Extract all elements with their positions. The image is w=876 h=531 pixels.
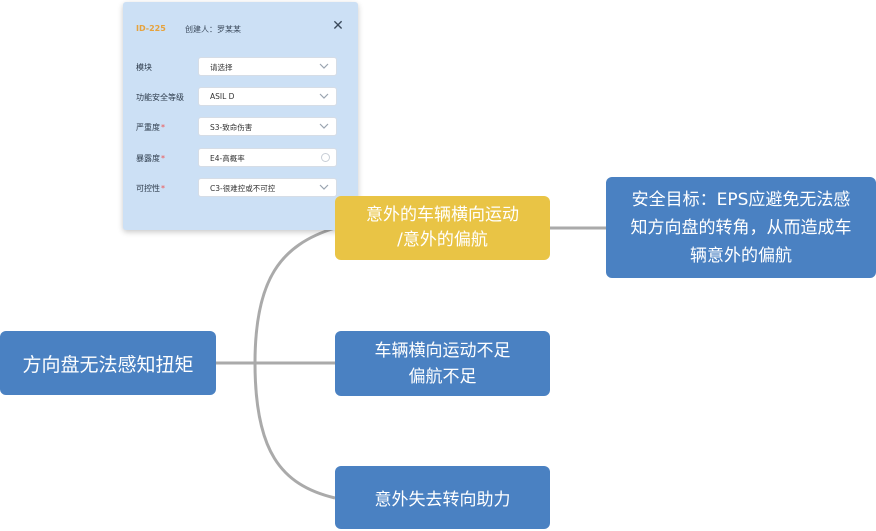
field-label: 模块 bbox=[136, 63, 152, 72]
close-icon[interactable]: ✕ bbox=[332, 18, 344, 34]
chevron-down-icon bbox=[319, 63, 329, 69]
exposure-select[interactable]: E4-高概率 bbox=[198, 148, 337, 167]
connector-to-branch-1 bbox=[253, 226, 336, 364]
chevron-down-icon bbox=[319, 93, 329, 99]
required-mark: * bbox=[161, 154, 165, 163]
field-severity: 严重度* S3-致命伤害 bbox=[123, 117, 358, 139]
panel-header: ID-225 创建人：罗某某 ✕ bbox=[123, 2, 358, 48]
field-value: ASIL D bbox=[210, 92, 235, 101]
safety-goal-node[interactable]: 安全目标：EPS应避免无法感 知方向盘的转角，从而造成车 辆意外的偏航 bbox=[606, 177, 876, 278]
field-value: C3-很难控或不可控 bbox=[210, 184, 276, 193]
node-text: 车辆横向运动不足 bbox=[374, 340, 511, 361]
field-module: 模块 请选择 bbox=[123, 57, 358, 79]
node-text: 方向盘无法感知扭矩 bbox=[22, 353, 194, 376]
panel-creator-label: 创建人：罗某某 bbox=[185, 25, 241, 34]
field-label: 可控性* bbox=[136, 184, 165, 193]
field-label: 功能安全等级 bbox=[136, 93, 184, 102]
field-label: 暴露度* bbox=[136, 154, 165, 163]
node-text: /意外的偏航 bbox=[397, 230, 488, 250]
node-text: 偏航不足 bbox=[408, 366, 477, 387]
field-exposure: 暴露度* E4-高概率 bbox=[123, 148, 358, 170]
connector-to-branch-3 bbox=[253, 362, 336, 500]
node-text: 意外失去转向助力 bbox=[374, 490, 511, 510]
node-text: 辆意外的偏航 bbox=[690, 245, 792, 266]
root-node[interactable]: 方向盘无法感知扭矩 bbox=[0, 331, 216, 395]
field-value: 请选择 bbox=[210, 63, 233, 72]
chevron-down-icon bbox=[319, 123, 329, 129]
chevron-down-icon bbox=[319, 184, 329, 190]
severity-select[interactable]: S3-致命伤害 bbox=[198, 117, 337, 136]
node-text: 安全目标：EPS应避免无法感 bbox=[631, 189, 851, 210]
clear-icon[interactable] bbox=[321, 153, 330, 162]
field-controllability: 可控性* C3-很难控或不可控 bbox=[123, 178, 358, 200]
module-select[interactable]: 请选择 bbox=[198, 57, 337, 76]
branch-node-insufficient-yaw[interactable]: 车辆横向运动不足 偏航不足 bbox=[335, 331, 550, 396]
safety-level-select[interactable]: ASIL D bbox=[198, 87, 337, 106]
panel-id-label: ID-225 bbox=[136, 24, 166, 33]
required-mark: * bbox=[161, 123, 165, 132]
branch-node-unexpected-yaw[interactable]: 意外的车辆横向运动 /意外的偏航 bbox=[335, 196, 550, 260]
node-properties-panel: ID-225 创建人：罗某某 ✕ 模块 请选择 功能安全等级 ASIL D 严重… bbox=[123, 2, 358, 230]
field-value: S3-致命伤害 bbox=[210, 123, 253, 132]
field-label: 严重度* bbox=[136, 123, 165, 132]
node-text: 意外的车辆横向运动 bbox=[366, 205, 519, 225]
required-mark: * bbox=[161, 184, 165, 193]
branch-node-loss-of-assist[interactable]: 意外失去转向助力 bbox=[335, 466, 550, 529]
controllability-select[interactable]: C3-很难控或不可控 bbox=[198, 178, 337, 197]
node-text: 知方向盘的转角，从而造成车 bbox=[630, 217, 852, 238]
field-safety-level: 功能安全等级 ASIL D bbox=[123, 87, 358, 109]
field-value: E4-高概率 bbox=[210, 154, 245, 163]
